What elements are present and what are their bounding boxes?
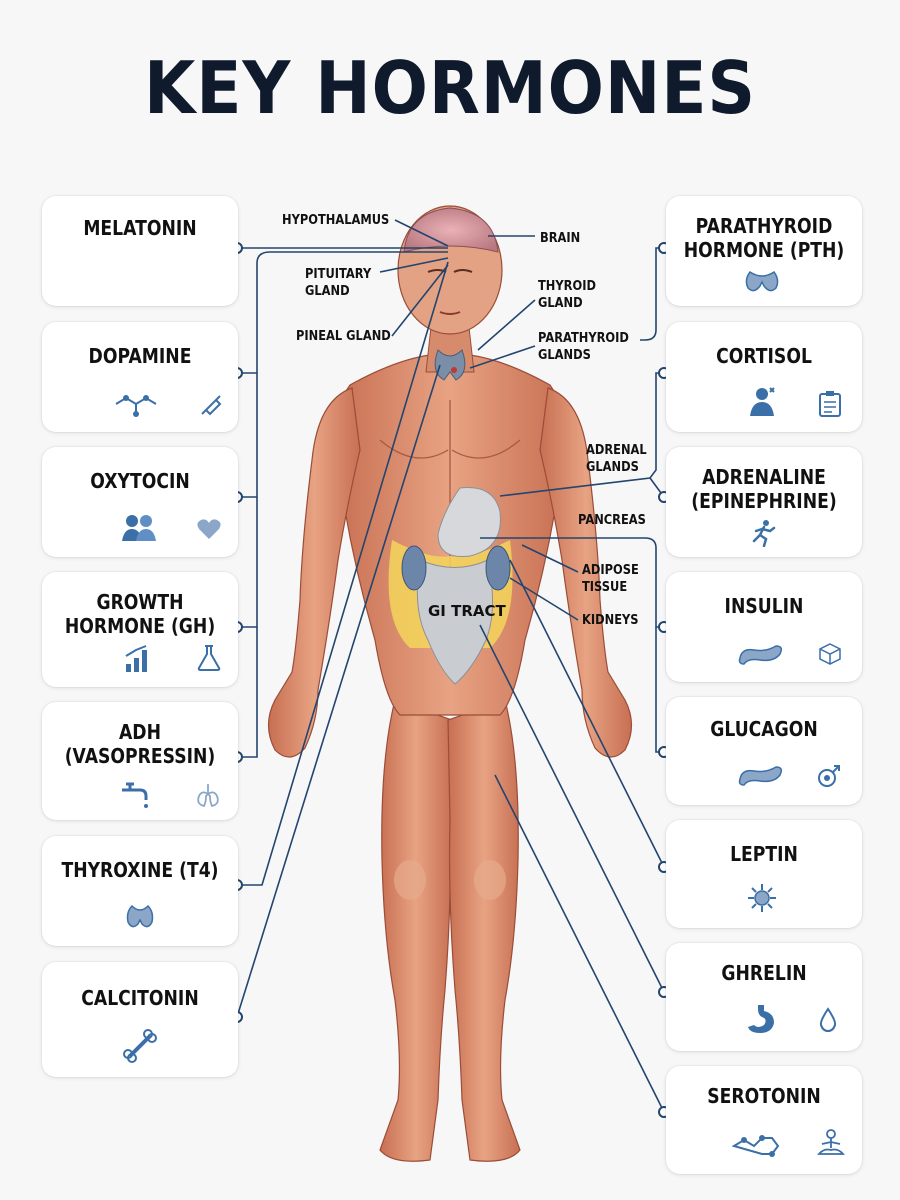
card-leptin[interactable]: LEPTIN bbox=[666, 820, 862, 928]
syringe-icon bbox=[201, 395, 222, 416]
connector-line bbox=[469, 345, 536, 369]
pancreas-icon bbox=[738, 766, 783, 786]
glucose-icon bbox=[818, 765, 840, 787]
card-insulin[interactable]: INSULIN bbox=[666, 572, 862, 682]
stress-person-icon bbox=[750, 387, 775, 416]
card-thyroxine[interactable]: THYROXINE (T4) bbox=[42, 836, 238, 946]
card-title: LEPTIN bbox=[730, 842, 798, 866]
connector-line bbox=[499, 372, 664, 497]
thyroid-gland bbox=[434, 349, 466, 381]
label-pineal: PINEAL GLAND bbox=[296, 329, 391, 344]
connector-line bbox=[521, 544, 579, 573]
card-pth[interactable]: PARATHYROID HORMONE (PTH) bbox=[666, 196, 862, 306]
right-leg bbox=[447, 699, 521, 1162]
label-pituitary: PITUITARY GLAND bbox=[305, 267, 372, 299]
card-title: DOPAMINE bbox=[88, 344, 192, 368]
meditation-icon bbox=[817, 1129, 845, 1155]
label-brain: BRAIN bbox=[540, 231, 581, 246]
label-thyroid: THYROID GLAND bbox=[538, 279, 596, 311]
page-title: KEY HORMONES bbox=[143, 46, 757, 130]
card-title: ADRENALINE (EPINEPHRINE) bbox=[691, 465, 837, 513]
parathyroid-dot bbox=[451, 367, 457, 373]
left-leg bbox=[379, 699, 453, 1162]
card-serotonin[interactable]: SEROTONIN bbox=[666, 1066, 862, 1174]
parathyroid-icon bbox=[745, 270, 779, 292]
connector-line bbox=[640, 247, 664, 341]
card-title: CALCITONIN bbox=[81, 986, 199, 1010]
cube-icon bbox=[819, 643, 841, 665]
faucet-icon bbox=[122, 782, 148, 808]
connector-line bbox=[655, 627, 664, 753]
card-ghrelin[interactable]: GHRELIN bbox=[666, 943, 862, 1051]
fat-cell-icon bbox=[748, 884, 776, 912]
growth-bars-icon bbox=[125, 645, 147, 672]
connector-line bbox=[237, 251, 448, 374]
connector-line bbox=[379, 257, 449, 273]
label-kidneys: KIDNEYS bbox=[582, 613, 639, 628]
clipboard-icon bbox=[819, 391, 841, 417]
connector-line bbox=[509, 559, 665, 868]
connector-line bbox=[394, 219, 449, 247]
connector-line bbox=[237, 373, 258, 498]
card-title: MELATONIN bbox=[83, 216, 197, 240]
connector-line bbox=[237, 497, 258, 628]
kidney-right bbox=[485, 545, 511, 591]
molecule-icon bbox=[732, 1135, 780, 1157]
connector-line bbox=[479, 624, 665, 993]
card-title: GHRELIN bbox=[721, 961, 807, 985]
card-title: SEROTONIN bbox=[707, 1084, 821, 1108]
card-oxytocin[interactable]: OXYTOCIN bbox=[42, 447, 238, 557]
heart-icon bbox=[197, 519, 221, 539]
card-growth-hormone[interactable]: GROWTH HORMONE (GH) bbox=[42, 572, 238, 687]
card-title: CORTISOL bbox=[716, 344, 812, 368]
connector-line bbox=[391, 264, 449, 337]
connector-line bbox=[494, 774, 665, 1113]
card-title: ADH (VASOPRESSIN) bbox=[64, 720, 216, 768]
card-adrenaline[interactable]: ADRENALINE (EPINEPHRINE) bbox=[666, 447, 862, 557]
card-title: THYROXINE (T4) bbox=[61, 858, 219, 882]
card-title: PARATHYROID HORMONE (PTH) bbox=[683, 214, 845, 262]
card-calcitonin[interactable]: CALCITONIN bbox=[42, 962, 238, 1077]
gi-tract-shape bbox=[416, 559, 493, 685]
right-arm bbox=[539, 387, 633, 758]
card-title: INSULIN bbox=[724, 594, 804, 618]
card-cortisol[interactable]: CORTISOL bbox=[666, 322, 862, 432]
bone-icon bbox=[123, 1029, 157, 1063]
label-hypothalamus: HYPOTHALAMUS bbox=[282, 213, 390, 228]
label-parathyroid: PARATHYROID GLANDS bbox=[538, 331, 629, 363]
pancreas-icon bbox=[738, 645, 783, 665]
connector-line bbox=[237, 627, 258, 758]
connector-line bbox=[509, 577, 579, 621]
card-title: GROWTH HORMONE (GH) bbox=[64, 590, 216, 638]
stomach-shape bbox=[437, 487, 501, 558]
card-title: GLUCAGON bbox=[710, 717, 818, 741]
label-adrenal: ADRENAL GLANDS bbox=[586, 443, 647, 475]
left-arm bbox=[267, 387, 361, 758]
flask-icon bbox=[197, 645, 221, 671]
card-adh[interactable]: ADH (VASOPRESSIN) bbox=[42, 702, 238, 820]
connector-line bbox=[477, 299, 536, 351]
connector-line bbox=[237, 261, 449, 886]
card-dopamine[interactable]: DOPAMINE bbox=[42, 322, 238, 432]
molecule-icon bbox=[115, 395, 157, 417]
label-adipose: ADIPOSE TISSUE bbox=[582, 563, 639, 595]
droplet-icon bbox=[819, 1007, 837, 1033]
people-hug-icon bbox=[122, 515, 156, 541]
connector-line bbox=[480, 537, 664, 628]
running-person-icon bbox=[752, 520, 776, 547]
stomach-icon bbox=[748, 1005, 774, 1033]
card-title: OXYTOCIN bbox=[90, 469, 190, 493]
connector-line bbox=[236, 364, 441, 1018]
card-glucagon[interactable]: GLUCAGON bbox=[666, 697, 862, 805]
card-melatonin[interactable]: MELATONIN bbox=[42, 196, 238, 485]
kidney-left bbox=[401, 545, 427, 591]
label-pancreas: PANCREAS bbox=[578, 513, 646, 528]
label-gi-tract: GI TRACT bbox=[428, 602, 506, 620]
lungs-icon bbox=[197, 784, 219, 808]
thyroid-icon bbox=[126, 904, 154, 928]
